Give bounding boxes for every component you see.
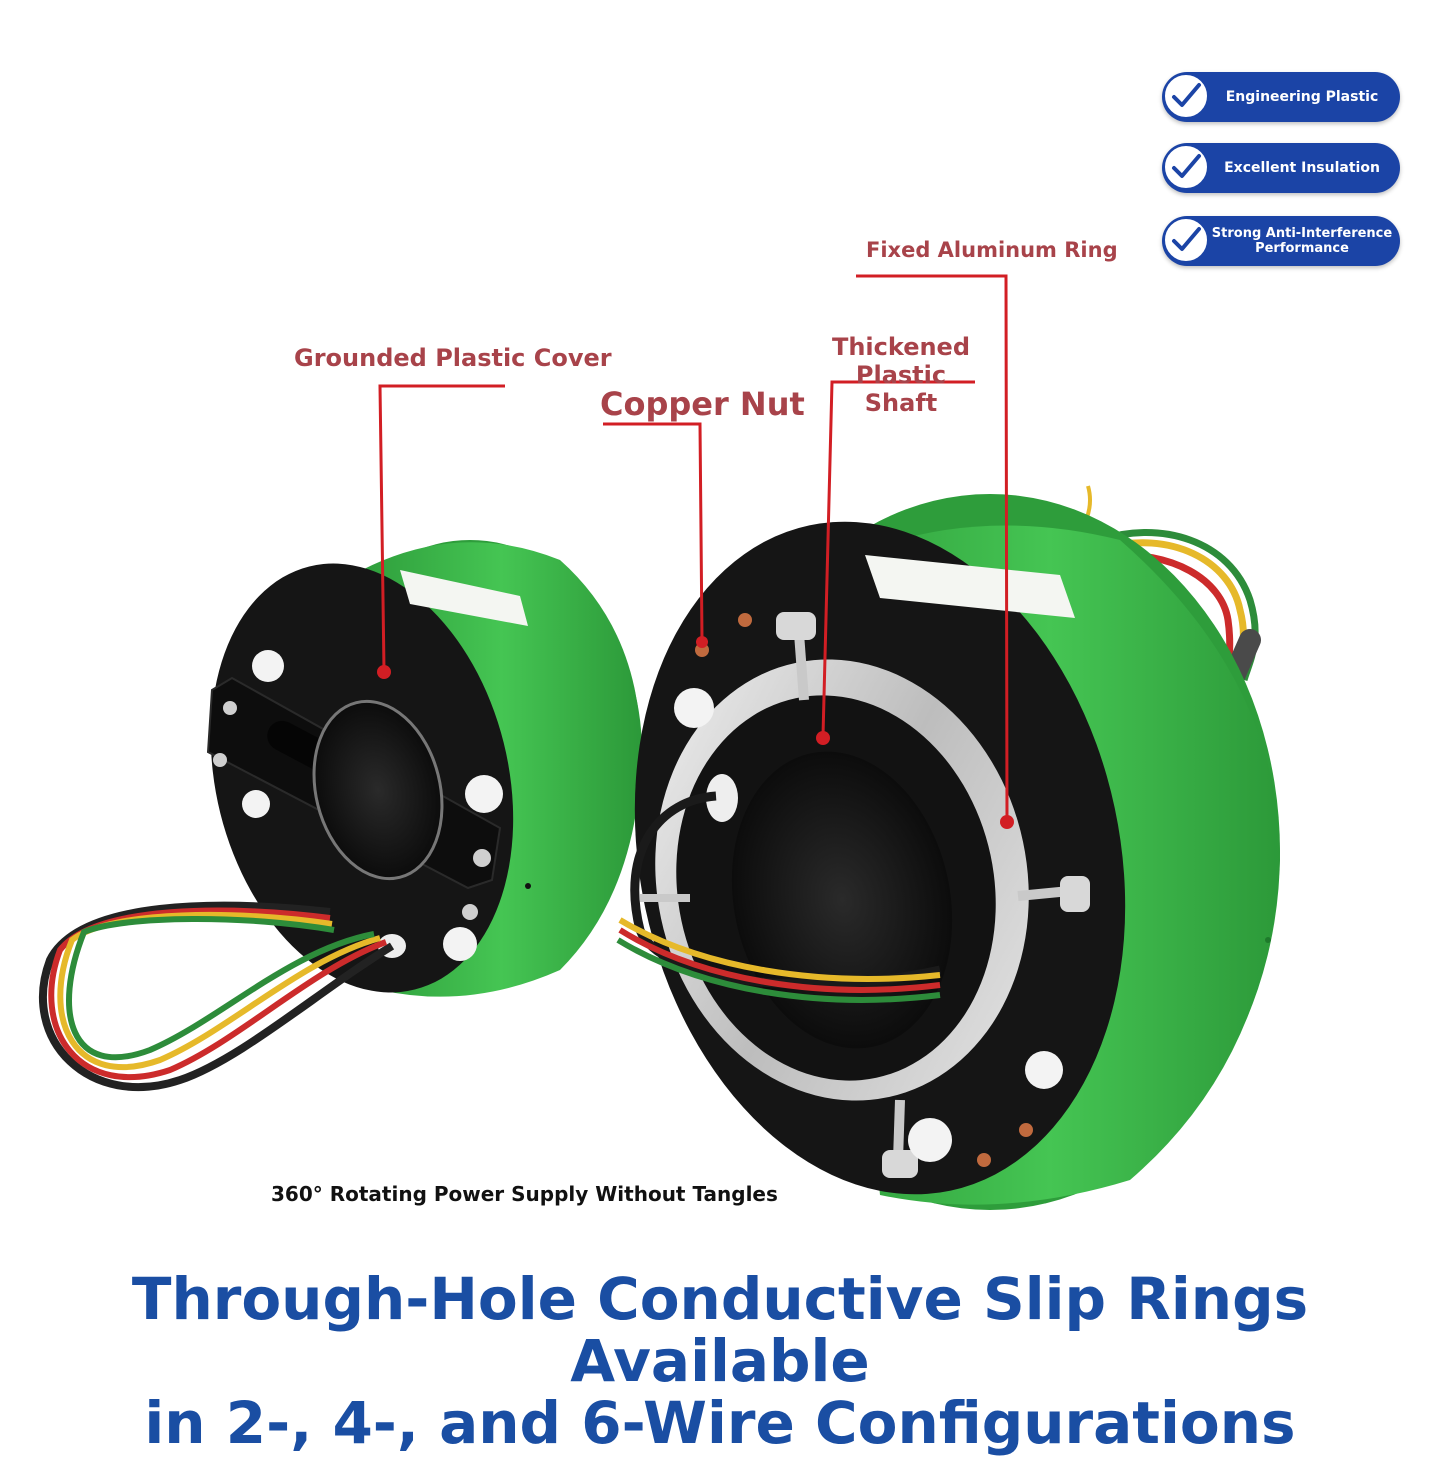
callout-thickened-plastic-shaft: Thickened Plastic Shaft (831, 333, 971, 417)
caption-rotating-power: 360° Rotating Power Supply Without Tangl… (271, 1182, 778, 1206)
feature-badge-engineering-plastic: Engineering Plastic (1162, 72, 1400, 122)
headline: Through-Hole Conductive Slip Rings Avail… (0, 1268, 1440, 1454)
feature-badge-anti-interference: Strong Anti-Interference Performance (1162, 216, 1400, 266)
leader-grounded-plastic-cover (378, 384, 505, 671)
callout-grounded-plastic-cover: Grounded Plastic Cover (294, 344, 612, 372)
feature-label: Excellent Insulation (1224, 160, 1380, 176)
callout-fixed-aluminum-ring: Fixed Aluminum Ring (866, 238, 1118, 262)
small-slip-ring (39, 540, 642, 1092)
feature-label: Strong Anti-Interference Performance (1211, 226, 1393, 256)
callout-copper-nut: Copper Nut (600, 385, 805, 423)
check-icon (1163, 144, 1209, 190)
feature-badge-excellent-insulation: Excellent Insulation (1162, 143, 1400, 193)
feature-label: Engineering Plastic (1225, 89, 1379, 105)
leader-fixed-aluminum-ring (856, 274, 1009, 821)
leader-copper-nut (603, 422, 704, 641)
check-icon (1163, 217, 1209, 263)
callout-leader-lines (377, 274, 1014, 829)
headline-line-1: Through-Hole Conductive Slip Rings Avail… (131, 1265, 1309, 1395)
small-ring-bore (312, 699, 444, 881)
leader-thickened-plastic-shaft (821, 380, 975, 737)
large-slip-ring (616, 485, 1280, 1210)
check-icon (1163, 73, 1209, 119)
headline-line-2: in 2-, 4-, and 6-Wire Configurations (144, 1389, 1296, 1457)
